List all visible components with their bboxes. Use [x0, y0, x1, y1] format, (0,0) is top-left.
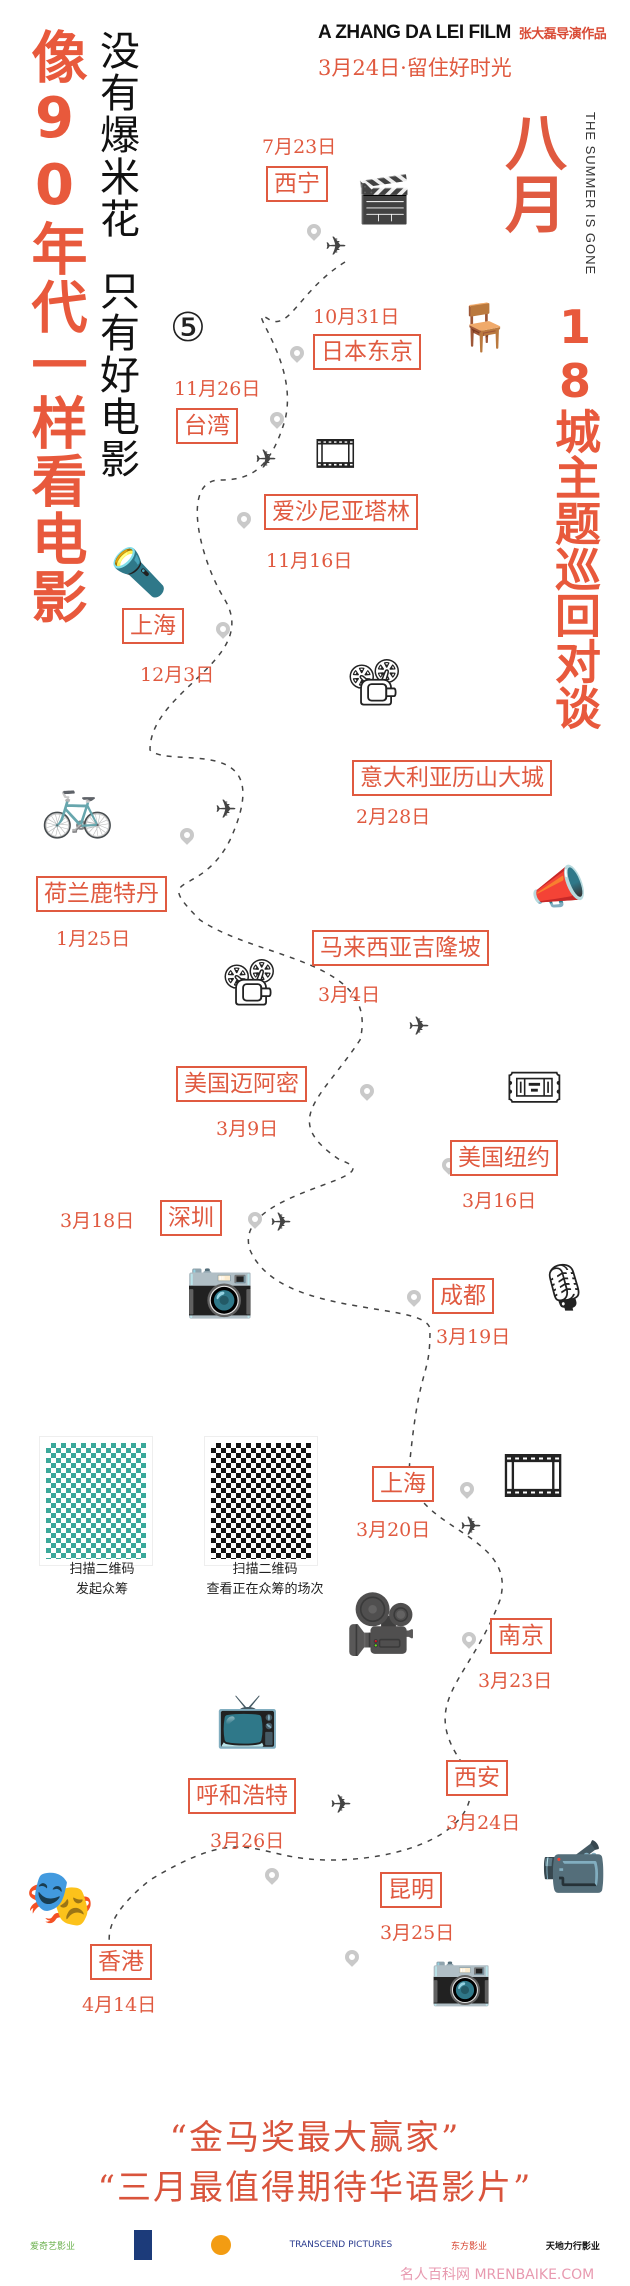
- logo-tiandi: 天地力行影业: [545, 2241, 600, 2252]
- stop-city: 深圳: [160, 1200, 222, 1236]
- qr-caption-line: 扫描二维码: [69, 1562, 135, 1577]
- cinema-seats-icon: 🎭: [25, 1866, 95, 1931]
- stop-date: 3月18日: [60, 1210, 135, 1232]
- release-date: 3月24日·留住好时光: [318, 56, 512, 80]
- stop-city: 台湾: [176, 408, 238, 444]
- stop-date: 11月16日: [266, 550, 353, 572]
- stop-date: 12月3日: [140, 664, 215, 686]
- qr-caption-screenings: 扫描二维码查看正在众筹的场次: [190, 1560, 340, 1600]
- stop-city: 南京: [490, 1618, 552, 1654]
- paper-plane-icon: ✈: [408, 1012, 430, 1042]
- stop-city: 上海: [122, 608, 184, 644]
- paper-plane-icon: ✈: [330, 1790, 352, 1820]
- microphone-icon: 🎙: [535, 1260, 594, 1314]
- film-credit: A ZHANG DA LEI FILM 张大磊导演作品: [318, 22, 607, 44]
- qr-caption-line: 查看正在众筹的场次: [206, 1582, 324, 1597]
- paper-plane-icon: ✈: [460, 1512, 482, 1542]
- stop-city: 日本东京: [313, 334, 421, 370]
- projector-icon: 📽: [345, 655, 404, 709]
- stop-date: 3月26日: [210, 1830, 285, 1852]
- film-reel-icon: 🎞: [310, 431, 361, 477]
- movie-camera-icon: 🎥: [345, 1590, 418, 1658]
- logo-transcend: TRANSCEND PICTURES: [289, 2240, 393, 2250]
- paper-plane-icon: ✈: [215, 795, 237, 825]
- camera-icon: 📷: [430, 1950, 493, 2008]
- slogan-no-popcorn: 没有爆米花: [93, 30, 139, 240]
- stop-date: 3月9日: [216, 1118, 279, 1140]
- stop-date: 11月26日: [174, 378, 261, 400]
- camcorder-icon: 📹: [540, 1835, 608, 1898]
- director-chair-icon: 🪑: [455, 300, 513, 354]
- stop-city: 荷兰鹿特丹: [36, 876, 167, 912]
- instant-camera-icon: 📷: [185, 1256, 255, 1321]
- stop-date: 3月24日: [446, 1812, 521, 1834]
- stop-city: 美国迈阿密: [176, 1066, 307, 1102]
- stop-city: 呼和浩特: [188, 1778, 296, 1814]
- stop-date: 2月28日: [356, 806, 431, 828]
- quote-march-film: “三月最值得期待华语影片”: [97, 2168, 533, 2208]
- tour-title: 18城主题巡回对谈: [548, 300, 602, 730]
- logo-emblem: [133, 2230, 152, 2260]
- stop-city: 昆明: [380, 1872, 442, 1908]
- stop-date: 3月16日: [462, 1190, 537, 1212]
- film-countdown-icon: ⑤: [170, 305, 206, 351]
- stop-city: 成都: [432, 1278, 494, 1314]
- clapperboard-icon: 🎬: [355, 172, 413, 226]
- film-reel-icon: 🎞: [495, 1441, 572, 1511]
- paper-plane-icon: ✈: [270, 1208, 292, 1238]
- stop-city: 西安: [446, 1760, 508, 1796]
- stop-city: 香港: [90, 1944, 152, 1980]
- logo-iqiyi: 爱奇艺影业: [30, 2241, 76, 2252]
- stop-date: 3月20日: [356, 1519, 431, 1541]
- projector-icon: 📽: [220, 955, 279, 1009]
- stop-city: 马来西亚吉隆坡: [312, 930, 489, 966]
- crowdfund-qr-code[interactable]: [39, 1436, 153, 1566]
- television-icon: 📺: [215, 1691, 280, 1751]
- stop-date: 3月25日: [380, 1922, 455, 1944]
- paper-plane-icon: ✈: [325, 232, 347, 262]
- stop-date: 10月31日: [313, 306, 400, 328]
- stop-city: 意大利亚历山大城: [352, 760, 552, 796]
- paper-plane-icon: ✈: [255, 445, 277, 475]
- film-credit-en: A ZHANG DA LEI FILM: [318, 22, 511, 43]
- spotlight-icon: 🔦: [110, 545, 168, 599]
- slogan-good-films: 只有好电影: [93, 270, 139, 480]
- slogan-left: 像90年代一样看电影: [22, 28, 87, 626]
- logo-sun: [210, 2235, 231, 2255]
- stop-date: 3月19日: [436, 1326, 511, 1348]
- megaphone-icon: 📣: [530, 860, 588, 914]
- sponsor-logos: 爱奇艺影业 TRANSCEND PICTURES 东方影业 天地力行影业: [30, 2230, 600, 2260]
- stop-date: 3月23日: [478, 1670, 553, 1692]
- stop-city: 美国纽约: [450, 1140, 558, 1176]
- quote-golden-horse: “金马奖最大赢家”: [169, 2118, 461, 2158]
- stop-city: 爱沙尼亚塔林: [264, 494, 418, 530]
- film-title-en: THE SUMMER IS GONE: [583, 112, 598, 276]
- stop-city: 西宁: [266, 166, 328, 202]
- logo-dongfang: 东方影业: [451, 2241, 488, 2252]
- director-credit: 张大磊导演作品: [518, 27, 607, 42]
- stop-city: 上海: [372, 1466, 434, 1502]
- stop-date: 4月14日: [82, 1994, 157, 2016]
- qr-caption-crowdfund: 扫描二维码发起众筹: [40, 1560, 164, 1600]
- bicycle-icon: 🚲: [40, 771, 115, 841]
- tickets-icon: 🎟: [505, 1060, 564, 1114]
- stop-date: 7月23日: [262, 136, 337, 158]
- film-title: 八月: [494, 110, 567, 234]
- qr-caption-line: 扫描二维码: [232, 1562, 298, 1577]
- stop-date: 1月25日: [56, 928, 131, 950]
- stop-date: 3月4日: [318, 984, 381, 1006]
- qr-caption-line: 发起众筹: [75, 1582, 128, 1597]
- screenings-qr-code[interactable]: [204, 1436, 318, 1566]
- watermark: 名人百科网 MRENBAIKE.COM: [400, 2267, 595, 2283]
